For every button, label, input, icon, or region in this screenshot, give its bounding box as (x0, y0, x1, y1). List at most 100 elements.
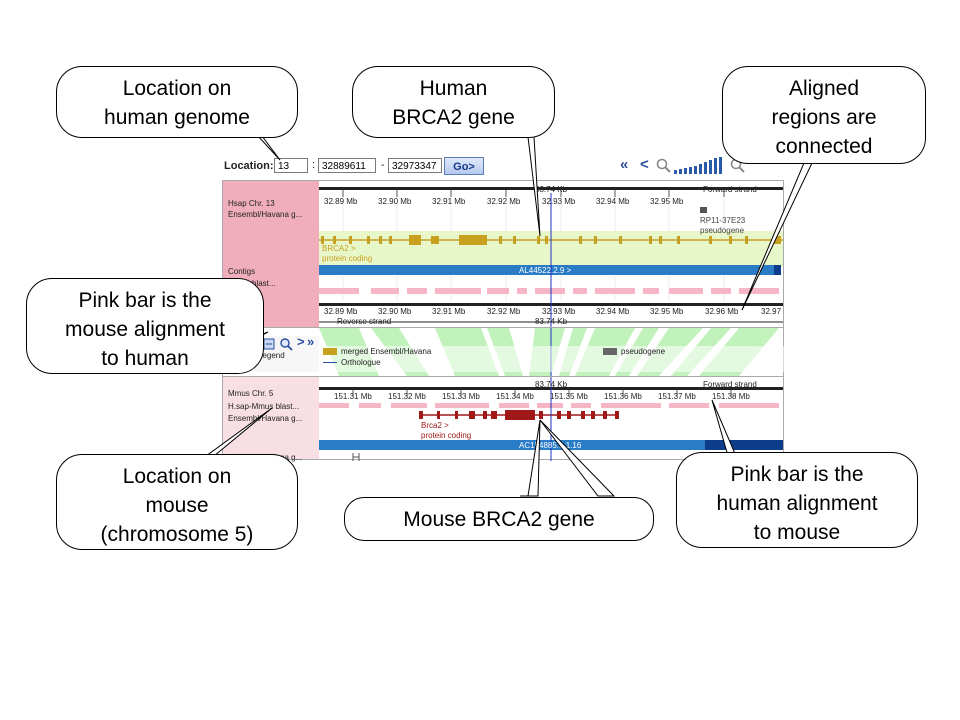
right-arrow-icon[interactable]: > (297, 334, 305, 349)
tick-label: 32.89 Mb (324, 307, 358, 316)
mouse-strand-label: Forward strand (703, 380, 757, 389)
tick-label: 32.90 Mb (378, 307, 412, 316)
orthologue-swatch (323, 362, 337, 363)
pointer-mouse-gene-left (520, 419, 541, 497)
start-input[interactable]: 32889611 (318, 158, 376, 173)
mouse-blast-alignment-bars (319, 288, 779, 294)
tick-label: 32.96 Mb (705, 307, 739, 316)
ruler-top-bar (319, 187, 783, 190)
tick-label: 32.90 Mb (378, 197, 412, 206)
pointer-location-human (244, 135, 281, 161)
brca2-exons (321, 235, 781, 245)
dash-separator: - (381, 159, 385, 171)
human-gene-name[interactable]: BRCA2 > (322, 244, 356, 253)
callout-line: BRCA2 gene (392, 106, 515, 129)
pseudogene-type-label: pseudogene (700, 226, 745, 235)
brca2-mouse-exons (419, 410, 619, 420)
end-input[interactable]: 32973347 (388, 158, 442, 173)
human-track-canvas (319, 187, 783, 327)
callout-line: Pink bar is the (730, 463, 864, 486)
mouse-blast-label: H.sap-Mmus blast... (228, 402, 300, 411)
zoom-magnifier-icon[interactable] (279, 337, 293, 351)
mouse-contig-bar (319, 440, 705, 450)
zoom-icon[interactable] (656, 158, 672, 174)
tick-marks-top (342, 190, 725, 197)
callout-human-gene: Human BRCA2 gene (352, 66, 555, 138)
tick-label: 151.32 Mb (388, 392, 426, 401)
pointer-aligned (741, 162, 813, 311)
tick-label: 151.31 Mb (334, 392, 372, 401)
callout-line: (chromosome 5) (100, 523, 254, 546)
contig-bar (319, 265, 779, 275)
chromosome-input[interactable]: 13 (274, 158, 308, 173)
go-button[interactable]: Go> (444, 157, 484, 175)
callout-line: human genome (104, 106, 250, 129)
strand-bottom-label: Reverse strand (337, 317, 392, 326)
callout-line: mouse alignment (65, 318, 225, 341)
pseudogene-marker (700, 207, 707, 213)
callout-line: connected (775, 135, 873, 158)
zoom-level-bars-icon[interactable] (674, 157, 730, 175)
pseudogene-swatch (603, 348, 617, 355)
pseudogene-legend-label: pseudogene (621, 347, 666, 356)
callout-aligned-regions: Aligned regions are connected (722, 66, 926, 164)
tick-label: 151.37 Mb (658, 392, 696, 401)
tick-label: 32.91 Mb (432, 307, 466, 316)
left-arrow-icon[interactable]: < (640, 156, 649, 173)
tick-label: 32.92 Mb (487, 197, 521, 206)
tick-label: 151.36 Mb (604, 392, 642, 401)
location-label: Location: (224, 160, 274, 172)
mouse-genome-panel: Mmus Chr. 5 H.sap-Mmus blast... Ensembl/… (222, 376, 784, 462)
pointer-pink-mouse (711, 399, 737, 457)
tick-label: 32.97 (761, 307, 782, 316)
human-annotation-label: Ensembl/Havana g... (228, 210, 303, 219)
callout-location-mouse: Location on mouse (chromosome 5) (56, 454, 298, 550)
double-right-arrow-icon[interactable]: » (307, 334, 315, 349)
tick-label: 151.33 Mb (442, 392, 480, 401)
tick-label: 32.93 Mb (542, 197, 576, 206)
tick-label: 32.95 Mb (650, 307, 684, 316)
pointer-mouse-gene-right (539, 419, 616, 497)
tick-label: 32.89 Mb (324, 197, 358, 206)
callout-line: Pink bar is the (78, 289, 212, 312)
mouse-gene-name[interactable]: Brca2 > (421, 421, 449, 430)
tick-label: 32.94 Mb (596, 307, 630, 316)
contig-name-label[interactable]: AL44522.2.9 > (519, 266, 572, 275)
callout-line: human alignment (716, 492, 878, 515)
callout-mouse-gene: Mouse BRCA2 gene (344, 497, 654, 541)
callout-line: regions are (771, 106, 877, 129)
span-bottom-label: 83.74 Kb (535, 317, 568, 326)
tick-label: 151.38 Mb (712, 392, 750, 401)
blue-box-icon[interactable] (263, 338, 275, 350)
callout-line: Human (419, 77, 488, 100)
double-left-arrow-icon[interactable]: « (620, 156, 629, 173)
mouse-contig-name[interactable]: AC154885.9.1.16 (519, 441, 582, 450)
human-genome-panel: Hsap Chr. 13 Ensembl/Havana g... Contigs… (222, 180, 784, 328)
tick-label: 32.92 Mb (487, 307, 521, 316)
callout-location-human: Location on human genome (56, 66, 298, 138)
callout-line: Location on (122, 77, 232, 100)
merged-swatch (323, 348, 337, 355)
strand-top-label: Forward strand (703, 185, 757, 194)
callout-pink-bar-human: Pink bar is the mouse alignment to human (26, 278, 264, 374)
legend-label: Legend (258, 351, 285, 360)
location-toolbar: Location: 13 : 32889611 - 32973347 Go> «… (222, 156, 782, 178)
human-blast-alignment-bars (319, 403, 779, 408)
callout-line: Location on (122, 465, 232, 488)
pointer-human-gene (522, 136, 541, 237)
mouse-bottom-feature (352, 453, 360, 461)
tick-label: 32.95 Mb (650, 197, 684, 206)
legend-panel: Legend > » merged Ensembl/Havana Ortholo… (222, 328, 785, 376)
merged-label: merged Ensembl/Havana (341, 347, 432, 356)
callout-line: Aligned (788, 77, 860, 100)
callout-line: mouse (145, 494, 209, 517)
human-gene-type: protein coding (322, 254, 373, 263)
callout-pink-bar-mouse: Pink bar is the human alignment to mouse (676, 452, 918, 548)
human-contigs-label: Contigs (228, 267, 256, 276)
orthologue-label: Orthologue (341, 358, 381, 367)
tick-label: 32.91 Mb (432, 197, 466, 206)
mouse-annotation-label: Ensembl/Havana g... (228, 414, 303, 423)
tick-label: 32.94 Mb (596, 197, 630, 206)
mouse-contig-bar-end (705, 440, 783, 450)
callout-line: Mouse BRCA2 gene (403, 508, 595, 531)
